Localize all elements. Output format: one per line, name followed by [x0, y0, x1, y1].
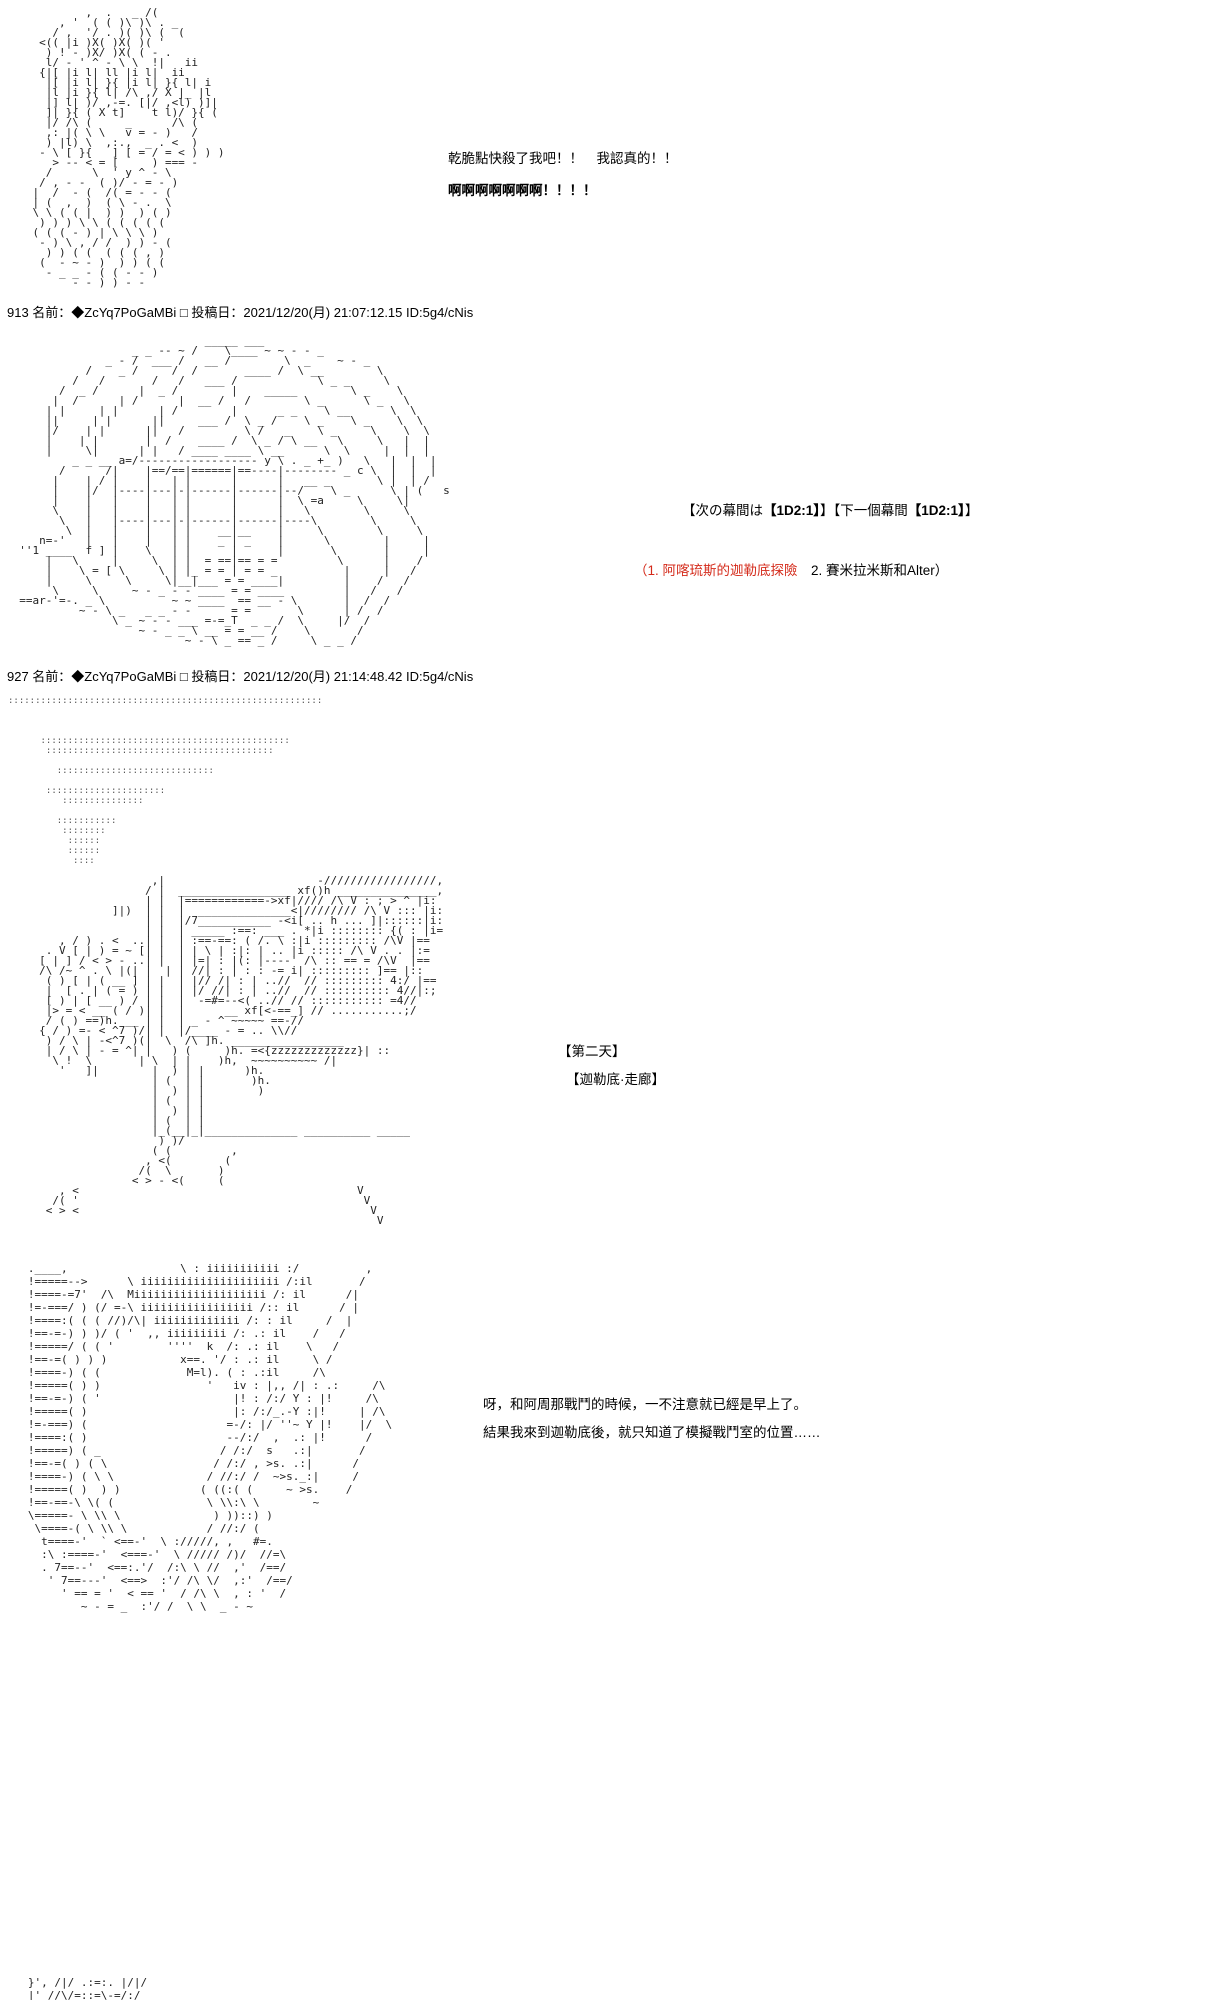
- interlude-suffix: 】: [964, 503, 979, 518]
- interlude-options-line: （1. 阿喀琉斯的迦勒底探險 2. 賽米拉米斯和Alter）: [634, 559, 948, 579]
- option-2: 2. 賽米拉米斯和Alter）: [797, 563, 949, 578]
- aa-art-hand: _____ ___ _ _ -- ~ / \____ ~ ~ - - _ _ -…: [19, 334, 450, 647]
- dice-roll-1: 【1D2:1】: [763, 503, 821, 518]
- interlude-prefix: 【次の幕間は: [682, 503, 763, 518]
- scene-label-day: 【第二天】: [558, 1044, 626, 1059]
- aa-art-fragment-cutoff: }', /|/ .:=:. |/|/ |' //\/=::=\-=/:/: [27, 1976, 148, 2000]
- speech-line-simulator: 結果我來到迦勒底後，就只知道了模擬戰鬥室的位置……: [483, 1425, 821, 1440]
- aa-art-character-bottom: .____, \ : iiiiiiiiiii :/ , !=====--> \ …: [27, 1262, 393, 1613]
- speech-line-morning: 呀，和阿周那戰鬥的時候，一不注意就已經是早上了。: [483, 1397, 807, 1412]
- option-1-selected: （1. 阿喀琉斯的迦勒底探險: [634, 563, 798, 578]
- aa-art-corridor-scene: ,| -/////////////////, / | _____________…: [39, 874, 444, 1227]
- dice-roll-2: 【1D2:1】: [907, 503, 965, 518]
- scene-label-location: 【迦勒底·走廊】: [566, 1072, 665, 1087]
- aa-art-character-top: , . _ /( , ' ( ( )\ )\ . _ / , '/ . )( )…: [32, 6, 225, 289]
- interlude-roll-line: 【次の幕間は【1D2:1】】【下一個幕間【1D2:1】】: [682, 499, 978, 519]
- interlude-middle: 】【下一個幕間: [820, 503, 908, 518]
- post-header-913: 913 名前：◆ZcYq7PoGaMBi □ 投稿日：2021/12/20(月)…: [7, 305, 474, 320]
- speech-line-kill-me: 乾脆點快殺了我吧！！ 我認真的！！: [448, 151, 678, 166]
- post-header-927: 927 名前：◆ZcYq7PoGaMBi □ 投稿日：2021/12/20(月)…: [7, 669, 474, 684]
- speech-line-scream: 啊啊啊啊啊啊啊！！！！: [448, 183, 597, 198]
- aa-art-dotted-transition: ::::::::::::::::::::::::::::::::::::::::…: [8, 696, 323, 866]
